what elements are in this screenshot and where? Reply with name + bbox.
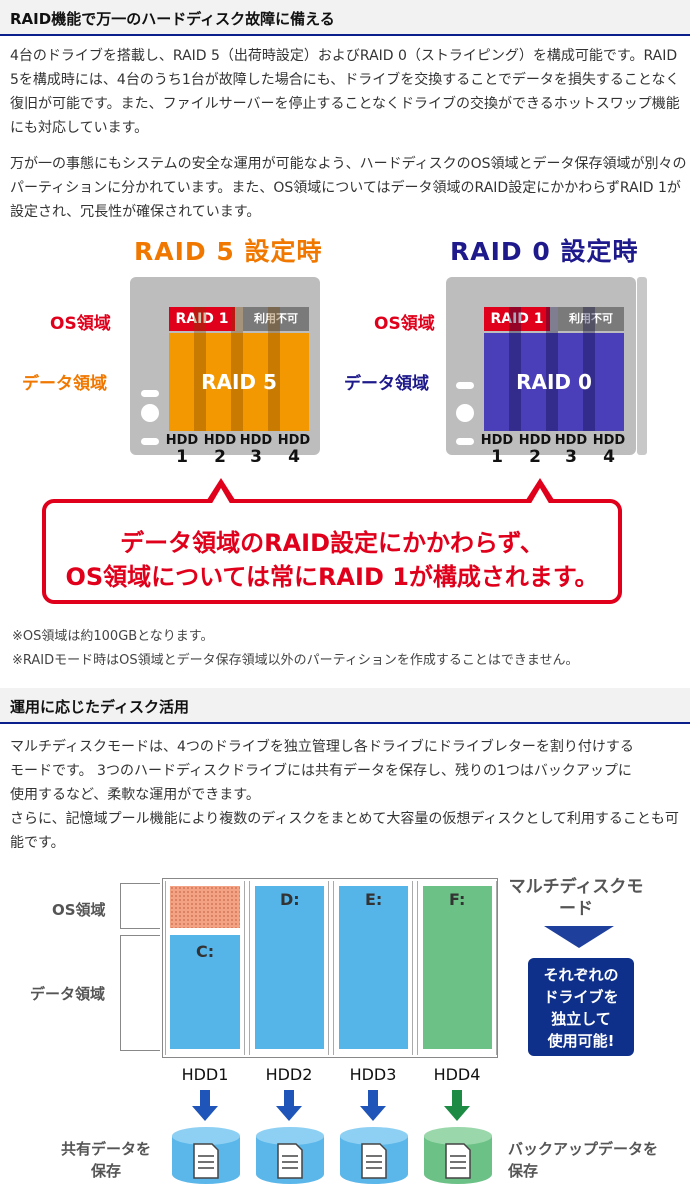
multidisk-description-1: マルチディスクモードは、4つのドライブを独立管理し各ドライブにドライブレターを割… [10,735,690,807]
multidisk-line-1: マルチディスクモードは、4つのドライブを独立管理し各ドライブにドライブレターを割… [10,739,634,755]
power-button-icon [456,404,474,422]
callout-pointer-left-inner [211,488,231,505]
drive-f-block [423,886,492,1049]
down-arrow-icon [360,1090,386,1121]
hdd1-label: HDD1 [181,1065,229,1084]
power-button-icon [141,404,159,422]
multidisk-line-3: 使用するなど、柔軟な運用ができます。 [10,787,260,803]
shared-data-label: 共有データを 保存 [60,1140,151,1180]
drive-letter-c: C: [196,942,215,961]
note-raid-partition: ※RAIDモード時はOS領域とデータ保存領域以外のパーティションを作成することは… [12,653,579,668]
down-arrow-icon [444,1090,470,1121]
down-arrow-icon [276,1090,302,1121]
callout-pointer-right-inner [530,488,550,505]
disk-stripe [268,307,280,431]
raid0-data-label: データ領域 [344,374,429,394]
raid0-data-block: RAID 0 [484,333,624,431]
storage-cylinder-icon [172,1127,240,1184]
hdd3-label: HDD3 [349,1065,397,1084]
raid-callout-box: データ領域のRAID設定にかかわらず、 OS領域については常にRAID 1が構成… [42,499,622,604]
disk-stripe [546,307,558,431]
backup-data-label: バックアップデータを 保存 [508,1140,659,1180]
section-title-disk-usage: 運用に応じたディスク活用 [0,688,690,724]
drive-letter-d: D: [280,890,300,909]
callout-line-1: データ領域のRAID設定にかかわらず、 [120,529,544,557]
led-icon [456,382,474,389]
disk-column-1 [165,881,245,1055]
disk-stripe [583,307,595,431]
storage-cylinder-icon [340,1127,408,1184]
os-partition-block [170,886,240,928]
led-icon [141,390,159,397]
section-title-raid: RAID機能で万一のハードディスク故障に備える [0,0,690,36]
raid5-os-raid1-bar: RAID 1 [169,307,235,331]
os-area-bracket [120,883,160,929]
raid5-unusable-bar: 利用不可 [243,307,309,331]
raid0-title: RAID 0 設定時 [450,237,639,266]
disk-column-2 [249,881,329,1055]
multidisk-description-2: さらに、記憶域プール機能により複数のディスクをまとめて大容量の仮想ディスクとして… [10,811,679,851]
drive-c-block [170,935,240,1049]
nas-unit-edge [637,277,647,455]
disk-column-3 [333,881,413,1055]
raid-description-2: 万が一の事態にもシステムの安全な運用が可能なよう、ハードディスクのOS領域とデー… [10,156,687,220]
led-icon [141,438,159,445]
data-area-label: データ領域 [30,985,106,1003]
raid0-data-label-text: RAID 0 [516,370,592,394]
os-area-label: OS領域 [52,901,106,919]
disk-stripe [194,307,206,431]
multidisk-mode-title: マルチディスクモード [508,877,644,919]
raid0-os-label: OS領域 [374,314,435,334]
independent-drive-badge: それぞれの ドライブを 独立して 使用可能! [528,958,634,1056]
disk-stripe [509,307,521,431]
multidisk-line-2: モードです。 3つのハードディスクドライブには共有データを保存し、残りの1つはバ… [10,763,632,779]
raid5-data-block: RAID 5 [169,333,309,431]
disk-stripe [231,307,243,431]
raid-description-1: 4台のドライブを搭載し、RAID 5（出荷時設定）およびRAID 0（ストライピ… [10,48,680,136]
chevron-down-icon [544,926,614,948]
led-icon [456,438,474,445]
data-area-bracket [120,935,160,1051]
drive-letter-e: E: [365,890,383,909]
raid5-data-label: データ領域 [22,374,107,394]
raid0-unusable-bar: 利用不可 [558,307,624,331]
raid5-data-label-text: RAID 5 [201,370,277,394]
drive-letter-f: F: [449,890,466,909]
storage-cylinder-icon [256,1127,324,1184]
callout-line-2: OS領域については常にRAID 1が構成されます。 [65,563,599,591]
backup-cylinder-icon [424,1127,492,1184]
note-os-size: ※OS領域は約100GBとなります。 [12,629,214,644]
hdd2-label: HDD2 [265,1065,313,1084]
raid0-os-raid1-bar: RAID 1 [484,307,550,331]
disk-column-4 [417,881,497,1055]
raid5-os-label: OS領域 [50,314,111,334]
down-arrow-icon [192,1090,218,1121]
drive-e-block [339,886,408,1049]
drive-d-block [255,886,324,1049]
raid5-title: RAID 5 設定時 [134,237,323,266]
hdd4-label: HDD4 [433,1065,481,1084]
